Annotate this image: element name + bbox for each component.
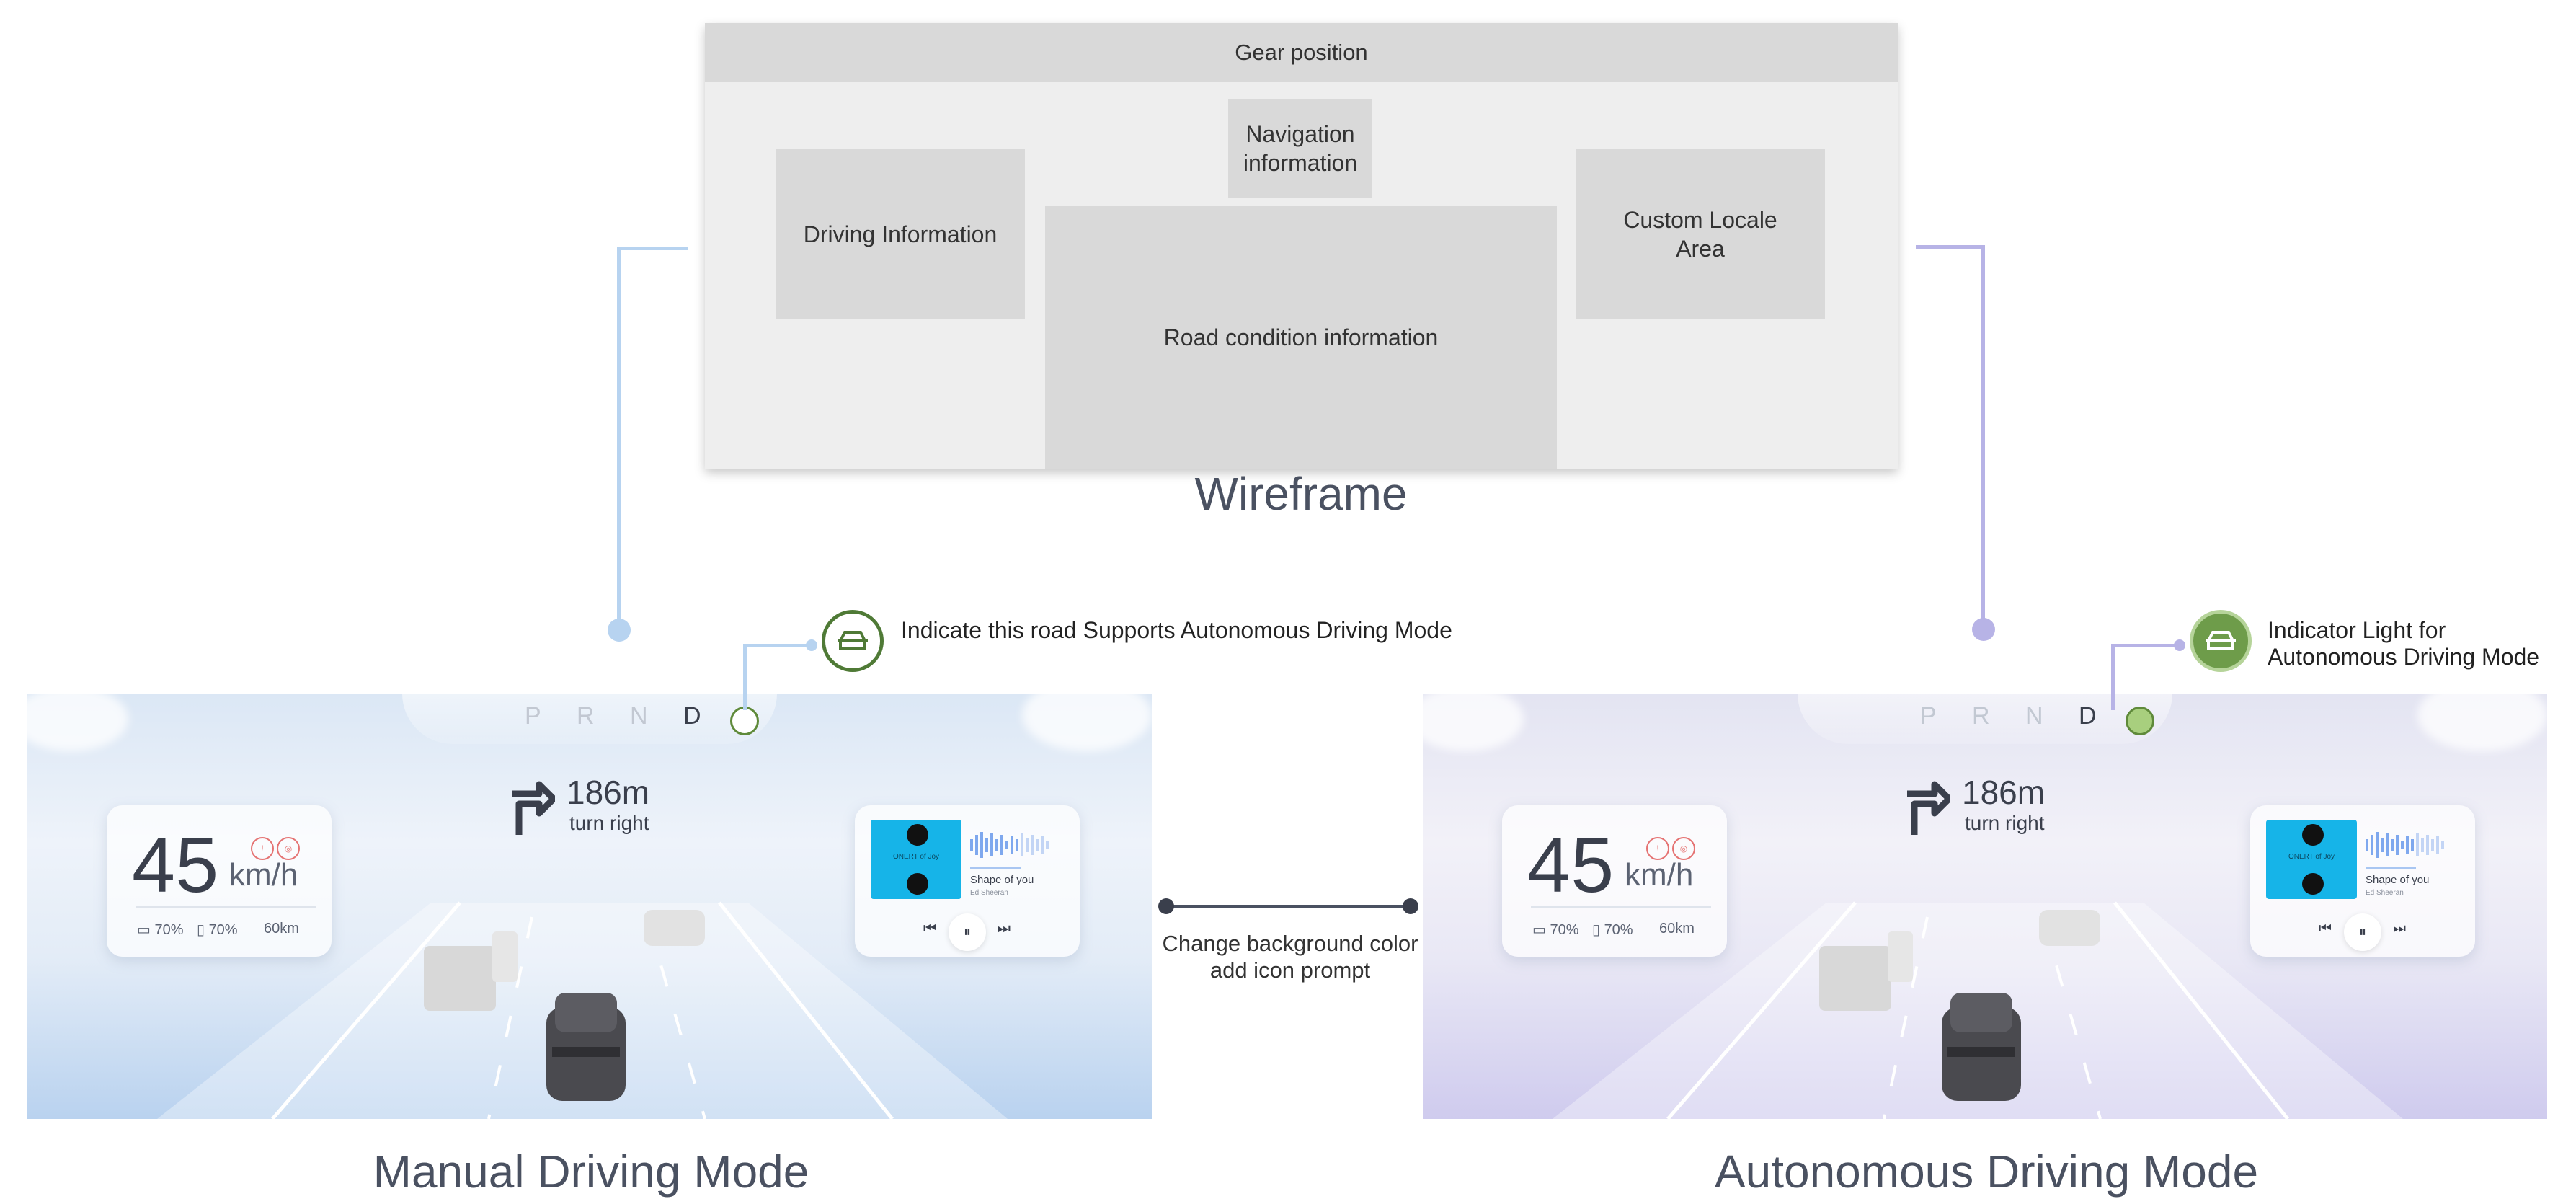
- song-artist: Ed Sheeran: [970, 889, 1008, 897]
- nav-distance: 186m: [567, 774, 650, 811]
- manual-anno-line-v: [743, 645, 747, 710]
- manual-dashboard: P R N D 186m turn right 45 km/h ! ◎ ▭ 70…: [27, 694, 1152, 1119]
- battery-stat: ▭ 70%: [137, 922, 184, 938]
- gear-r[interactable]: R: [1972, 702, 1990, 730]
- car-warning-icon: ◎: [1672, 837, 1695, 860]
- far-car: [644, 910, 705, 946]
- connector-right-h: [1916, 245, 1985, 249]
- autonomous-dashboard: P R N D 186m turn right 45 km/h ! ◎ ▭ 70…: [1423, 694, 2547, 1119]
- far-car: [2039, 910, 2100, 946]
- nav-distance: 186m: [1962, 774, 2046, 811]
- turn-right-icon: [1907, 781, 1950, 835]
- waveform: [970, 832, 1049, 858]
- previous-icon[interactable]: ⏮: [923, 921, 936, 937]
- autonomous-indicator-icon: [2190, 610, 2252, 672]
- gear-p[interactable]: P: [1920, 702, 1937, 730]
- gear-n[interactable]: N: [630, 702, 648, 730]
- range-stat: 60km: [1659, 921, 1695, 937]
- autonomous-active-icon: [2126, 707, 2154, 735]
- nav-instruction: turn right: [1965, 812, 2045, 834]
- speed-value: 45: [132, 821, 219, 908]
- gear-band: [402, 694, 777, 744]
- auto-caption: Autonomous Driving Mode: [1714, 1146, 2259, 1198]
- wireframe-panel: Gear position Navigation information Dri…: [705, 23, 1898, 469]
- speed-unit: km/h: [229, 857, 298, 893]
- speed-card: 45 km/h ! ◎ ▭ 70% ▯ 70% 60km: [1502, 805, 1727, 957]
- music-card: ONERT of Joy Shape of you Ed Sheeran ⏮ ⏸…: [2250, 805, 2475, 957]
- music-card: ONERT of Joy Shape of you Ed Sheeran ⏮ ⏸…: [855, 805, 1080, 957]
- gear-d[interactable]: D: [683, 702, 701, 730]
- gear-band: [1798, 694, 2172, 744]
- autonomous-available-icon: [730, 707, 759, 735]
- fuel-stat: ▯ 70%: [1592, 922, 1633, 938]
- connector-right-v: [1981, 245, 1985, 629]
- gear-p[interactable]: P: [525, 702, 541, 730]
- manual-annotation-text: Indicate this road Supports Autonomous D…: [901, 617, 1452, 643]
- change-note: Change background color add icon prompt: [1162, 931, 1418, 983]
- speed-unit: km/h: [1625, 857, 1694, 893]
- connector-left-h: [618, 247, 688, 250]
- ego-car: [546, 993, 626, 1101]
- warning-icon: !: [1646, 837, 1669, 860]
- turn-right-icon: [512, 781, 555, 835]
- wf-driving-info: Driving Information: [776, 149, 1025, 319]
- ego-car: [1942, 993, 2021, 1101]
- range-stat: 60km: [264, 921, 299, 937]
- wf-navigation: Navigation information: [1228, 99, 1372, 198]
- next-icon[interactable]: ⏭: [998, 921, 1011, 937]
- fuel-stat: ▯ 70%: [197, 922, 238, 938]
- waveform: [2366, 832, 2444, 858]
- manual-caption: Manual Driving Mode: [373, 1146, 809, 1198]
- warning-icon: !: [251, 837, 274, 860]
- speed-value: 45: [1527, 821, 1615, 908]
- previous-icon[interactable]: ⏮: [2319, 921, 2332, 937]
- mode-connector: [1166, 905, 1411, 908]
- song-artist: Ed Sheeran: [2366, 889, 2404, 897]
- auto-anno-line-v: [2111, 645, 2115, 710]
- wireframe-caption: Wireframe: [1194, 468, 1408, 520]
- nav-instruction: turn right: [569, 812, 649, 834]
- next-icon[interactable]: ⏭: [2393, 921, 2406, 937]
- pause-button[interactable]: ⏸: [2344, 913, 2381, 951]
- song-title: Shape of you: [970, 874, 1034, 886]
- connector-left-dot: [608, 619, 631, 642]
- auto-annotation-text: Indicator Light for Autonomous Driving M…: [2268, 617, 2540, 670]
- pause-button[interactable]: ⏸: [949, 913, 986, 951]
- wf-gear-position: Gear position: [705, 23, 1898, 82]
- gear-r[interactable]: R: [577, 702, 595, 730]
- mode-connector-dot-left: [1158, 898, 1174, 914]
- car-warning-icon: ◎: [277, 837, 300, 860]
- mode-connector-dot-right: [1403, 898, 1418, 914]
- connector-right-dot: [1972, 618, 1995, 641]
- speed-card: 45 km/h ! ◎ ▭ 70% ▯ 70% 60km: [107, 805, 332, 957]
- autonomous-road-icon: [822, 610, 884, 672]
- gear-n[interactable]: N: [2025, 702, 2043, 730]
- wf-road-condition: Road condition information: [1045, 206, 1557, 469]
- truck-vehicle: [424, 931, 518, 1011]
- album-art: ONERT of Joy: [2266, 820, 2357, 899]
- truck-vehicle: [1819, 931, 1913, 1011]
- manual-anno-line-h: [743, 644, 815, 647]
- album-art: ONERT of Joy: [871, 820, 961, 899]
- connector-left-v: [617, 247, 621, 629]
- song-title: Shape of you: [2366, 874, 2430, 886]
- wf-custom-locale: Custom Locale Area: [1576, 149, 1825, 319]
- auto-anno-line-h: [2111, 644, 2183, 647]
- gear-d[interactable]: D: [2079, 702, 2097, 730]
- battery-stat: ▭ 70%: [1532, 922, 1579, 938]
